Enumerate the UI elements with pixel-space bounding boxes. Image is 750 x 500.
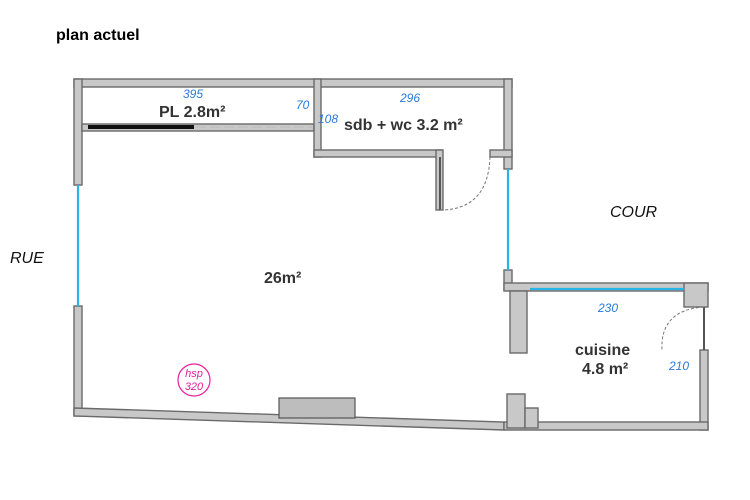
wall-kitchen-right [699, 349, 709, 431]
wall-kitchen-bottom [503, 421, 709, 431]
bathroom-door-swing [439, 156, 491, 211]
kitchen-door-swing [661, 306, 705, 351]
wall-bathroom-right-stub [489, 149, 513, 158]
radiator [278, 397, 356, 419]
dim-kitchen-width: 230 [597, 301, 618, 315]
placard-rail [88, 125, 194, 129]
main-room-label: 26m² [264, 270, 301, 287]
kitchen-name-label: cuisine [575, 342, 630, 359]
courtyard-label: COUR [610, 204, 658, 221]
ceiling-height-marker: hsp 320 [177, 363, 211, 397]
wall-bathroom-bottom [313, 149, 443, 158]
dim-kitchen-depth: 210 [668, 359, 689, 373]
ceiling-height-label: hsp [185, 368, 203, 380]
ceiling-height-circle [177, 363, 211, 397]
bottom-block-1 [506, 393, 526, 429]
dim-placard-width: 395 [183, 87, 203, 101]
bathroom-label: sdb + wc 3.2 m² [344, 117, 463, 134]
wall-kitchen-right-top [683, 282, 709, 308]
wall-top [73, 78, 513, 88]
dim-placard-depth: 70 [296, 98, 310, 112]
wall-left-upper [73, 78, 83, 186]
plan-title: plan actuel [56, 27, 140, 44]
kitchen-pillar [509, 290, 528, 354]
street-label: RUE [10, 250, 44, 267]
wall-left-lower [73, 305, 83, 417]
kitchen-area-label: 4.8 m² [582, 361, 628, 378]
dim-bathroom-depth: 108 [318, 112, 338, 126]
ceiling-height-value: 320 [185, 381, 204, 393]
placard-label: PL 2.8m² [159, 104, 225, 121]
bottom-block-2 [524, 407, 539, 429]
dim-bathroom-width: 296 [399, 91, 420, 105]
